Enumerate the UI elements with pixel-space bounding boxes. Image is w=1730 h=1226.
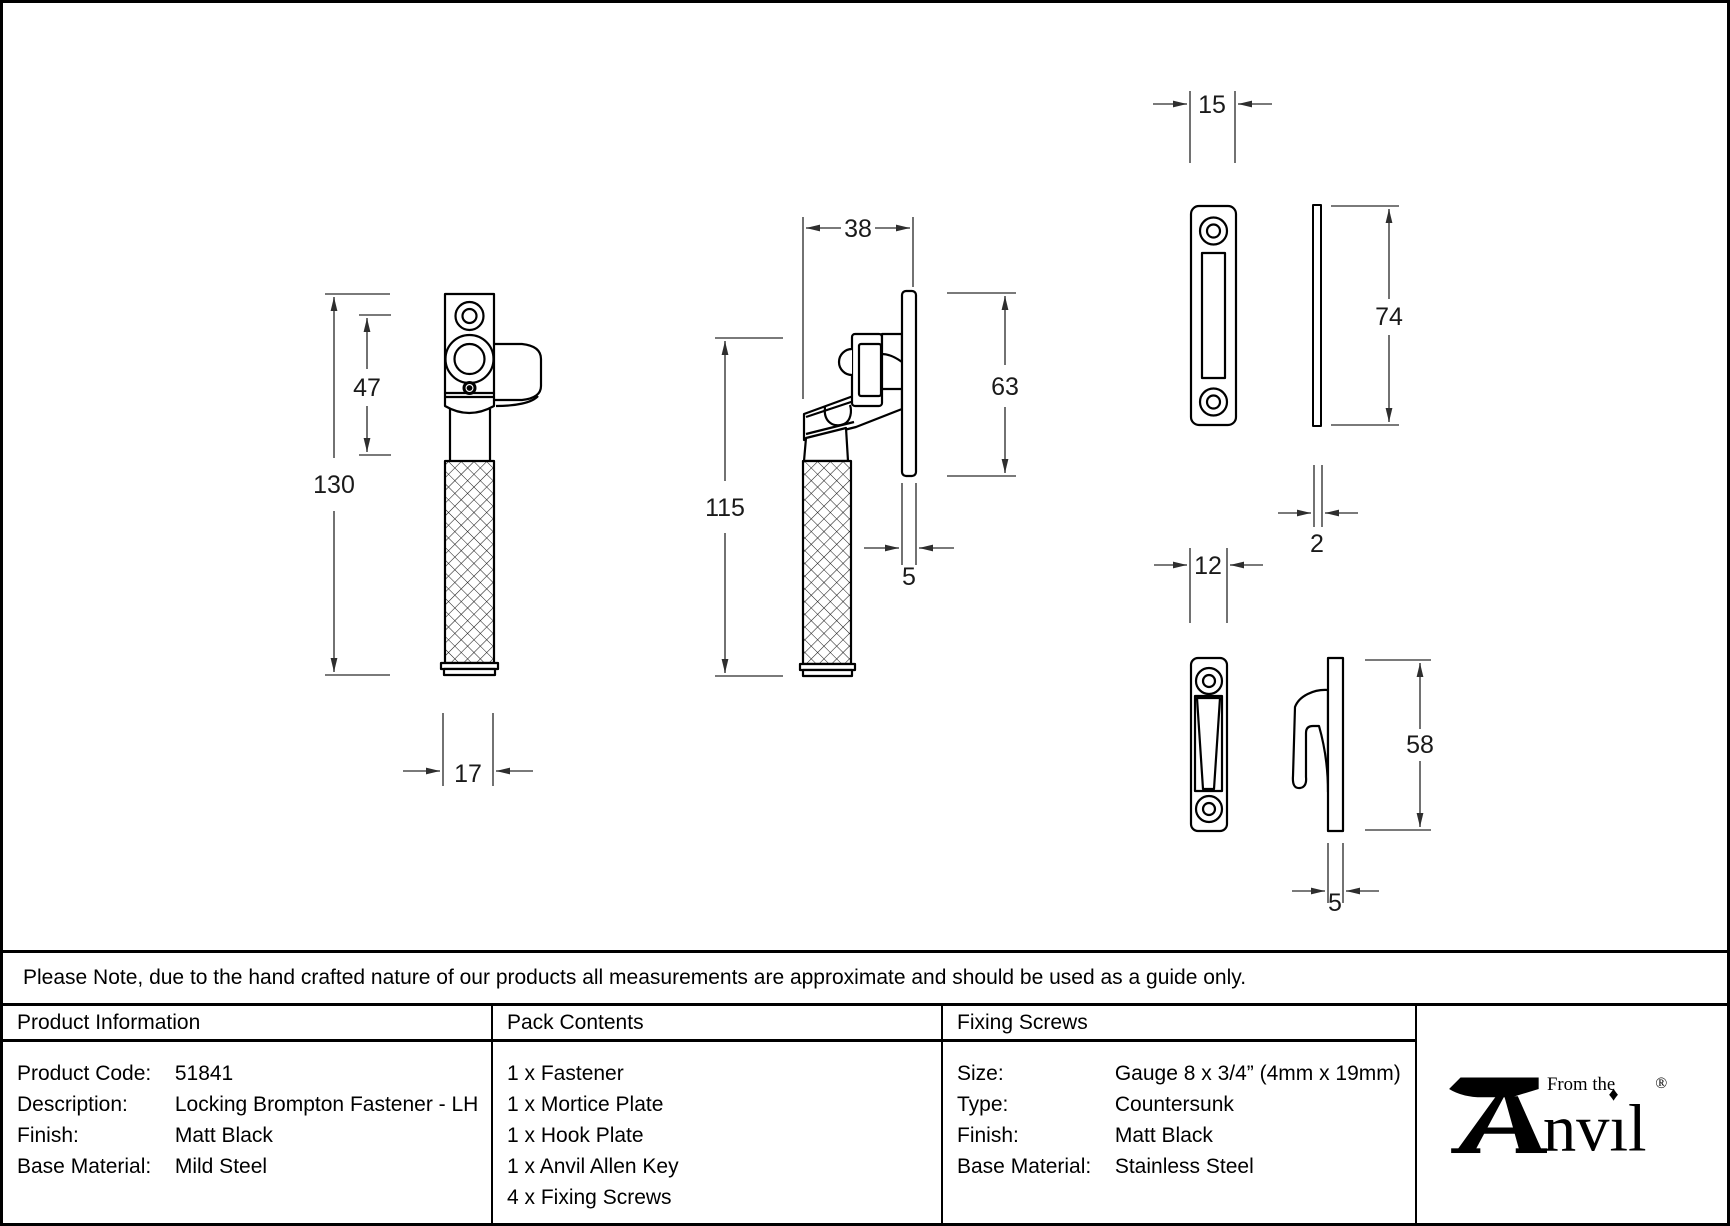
list-item: 4 x Fixing Screws bbox=[507, 1186, 672, 1209]
table-row: Base Material: Mild Steel bbox=[17, 1151, 491, 1182]
brand-logo-cell: nvıl From the ♦ ® bbox=[1417, 1006, 1727, 1223]
row-value: Stainless Steel bbox=[1114, 1155, 1254, 1178]
hook-plate-view: 12 58 5 bbox=[1154, 548, 1434, 917]
row-label: Size: bbox=[957, 1062, 1004, 1085]
row-label: Finish: bbox=[957, 1124, 1019, 1147]
info-panel: Please Note, due to the hand crafted nat… bbox=[3, 950, 1727, 1223]
fastener-front-view: 130 47 17 bbox=[313, 292, 543, 788]
row-value: Mild Steel bbox=[174, 1155, 268, 1178]
technical-drawing-svg: 130 47 17 bbox=[313, 91, 1434, 917]
dim-hook-width: 12 bbox=[1194, 552, 1222, 580]
table-row: Description: Locking Brompton Fastener -… bbox=[17, 1089, 491, 1120]
dim-mortice-width: 15 bbox=[1198, 91, 1226, 119]
fixing-screws-body: Size: Gauge 8 x 3/4” (4mm x 19mm) Type: … bbox=[943, 1042, 1415, 1223]
product-information-header: Product Information bbox=[3, 1006, 491, 1042]
registered-trademark-icon: ® bbox=[1655, 1074, 1667, 1091]
row-value: Matt Black bbox=[174, 1124, 273, 1147]
dim-mortice-height: 74 bbox=[1375, 303, 1403, 331]
anvil-icon bbox=[1449, 1077, 1547, 1153]
row-value: 51841 bbox=[174, 1062, 234, 1085]
list-item: 1 x Anvil Allen Key bbox=[507, 1155, 679, 1178]
pack-contents-body: 1 x Fastener 1 x Mortice Plate 1 x Hook … bbox=[493, 1042, 941, 1223]
pack-contents-title: Pack Contents bbox=[507, 1010, 644, 1034]
dim-body-height: 115 bbox=[705, 494, 745, 522]
list-item: 1 x Fastener bbox=[507, 1062, 624, 1085]
dim-mortice-thickness: 2 bbox=[1310, 530, 1324, 558]
pack-contents-header: Pack Contents bbox=[493, 1006, 941, 1042]
row-label: Base Material: bbox=[957, 1155, 1092, 1178]
row-label: Finish: bbox=[17, 1124, 79, 1147]
dim-keep-centres: 47 bbox=[353, 374, 381, 402]
row-label: Type: bbox=[957, 1093, 1009, 1116]
fixing-screws-header: Fixing Screws bbox=[943, 1006, 1415, 1042]
mortice-plate-view: 15 74 2 bbox=[1153, 91, 1403, 558]
fastener-side-view: 38 115 63 5 bbox=[705, 215, 1019, 678]
row-value: Locking Brompton Fastener - LH bbox=[174, 1093, 479, 1116]
row-value: Gauge 8 x 3/4” (4mm x 19mm) bbox=[1114, 1062, 1401, 1085]
column-fixing-screws: Fixing Screws Size: Gauge 8 x 3/4” (4mm … bbox=[943, 1006, 1417, 1223]
table-row: Size: Gauge 8 x 3/4” (4mm x 19mm) bbox=[957, 1058, 1415, 1089]
list-item: 1 x Hook Plate bbox=[507, 1124, 644, 1147]
table-row: Finish: Matt Black bbox=[17, 1120, 491, 1151]
row-value: Matt Black bbox=[1114, 1124, 1213, 1147]
product-information-body: Product Code: 51841 Description: Locking… bbox=[3, 1042, 491, 1223]
dim-plate-thickness: 5 bbox=[902, 563, 916, 591]
dim-overall-height: 130 bbox=[313, 471, 355, 499]
table-row: Product Code: 51841 bbox=[17, 1058, 491, 1089]
technical-drawing-area: 130 47 17 bbox=[3, 3, 1727, 950]
dim-hook-thickness: 5 bbox=[1328, 889, 1342, 917]
product-information-title: Product Information bbox=[17, 1010, 201, 1034]
fixing-screws-title: Fixing Screws bbox=[957, 1010, 1088, 1034]
logo-tagline: From the bbox=[1547, 1074, 1615, 1095]
product-table: Product Information Product Code: 51841 … bbox=[3, 1006, 1727, 1223]
dim-plate-height: 63 bbox=[991, 373, 1019, 401]
logo-diamond-icon: ♦ bbox=[1608, 1083, 1618, 1105]
logo-letters: nvıl bbox=[1543, 1092, 1647, 1157]
table-row: Type: Countersunk bbox=[957, 1089, 1415, 1120]
row-label: Base Material: bbox=[17, 1155, 152, 1178]
column-pack-contents: Pack Contents 1 x Fastener 1 x Mortice P… bbox=[493, 1006, 943, 1223]
list-item: 1 x Mortice Plate bbox=[507, 1093, 664, 1116]
dim-hook-height: 58 bbox=[1406, 731, 1434, 759]
row-value: Countersunk bbox=[1114, 1093, 1234, 1116]
note-row: Please Note, due to the hand crafted nat… bbox=[3, 953, 1727, 1006]
column-product-information: Product Information Product Code: 51841 … bbox=[3, 1006, 493, 1223]
dim-handle-width: 17 bbox=[454, 760, 482, 788]
row-label: Product Code: bbox=[17, 1062, 152, 1085]
table-row: Finish: Matt Black bbox=[957, 1120, 1415, 1151]
note-text: Please Note, due to the hand crafted nat… bbox=[23, 966, 1247, 989]
from-the-anvil-logo: nvıl From the ♦ ® bbox=[1449, 1074, 1667, 1157]
table-row: Base Material: Stainless Steel bbox=[957, 1151, 1415, 1182]
dim-projection: 38 bbox=[844, 215, 872, 243]
row-label: Description: bbox=[17, 1093, 128, 1116]
